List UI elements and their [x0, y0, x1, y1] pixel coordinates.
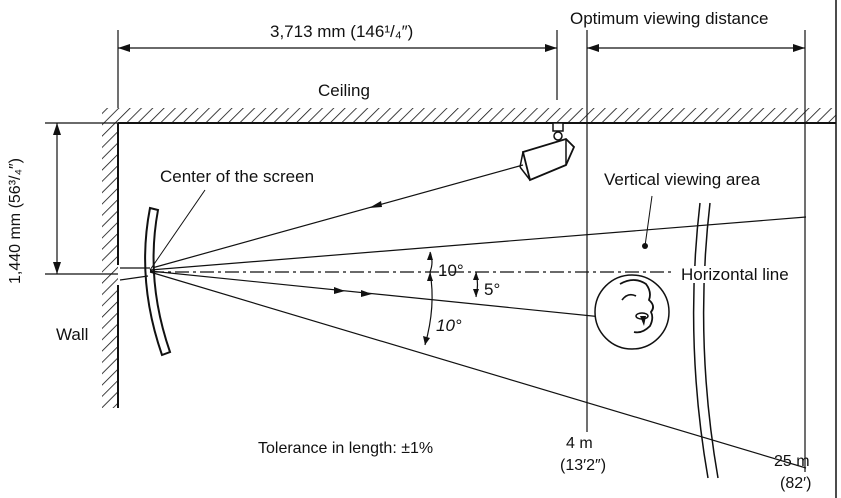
viewer-eye-icon: [594, 274, 670, 350]
top-distance-label: 3,713 mm (146¹/₄″): [270, 22, 414, 41]
center-leader: [149, 189, 206, 271]
horizontal-line-label: Horizontal line: [678, 266, 792, 283]
screen: [119, 206, 172, 357]
top-dimension-line: [117, 30, 558, 108]
wall-label: Wall: [56, 325, 89, 344]
ceiling-label: Ceiling: [318, 81, 370, 100]
dist-4m-ft-label: (13′2″): [560, 457, 607, 474]
height-dimension-label: 1,440 mm (56³/₄″): [7, 157, 24, 284]
dist-4m-label: 4 m: [566, 435, 593, 452]
viewing-rays: [149, 216, 807, 469]
optimum-distance-dimension: [586, 30, 806, 123]
optimum-distance-label: Optimum viewing distance: [570, 9, 769, 28]
dist-25m-label: 25 m: [774, 453, 810, 470]
wall-hatch: [102, 108, 119, 408]
projector: [519, 122, 576, 182]
height-dimension: [45, 122, 118, 275]
angle-upper-label: 10°: [438, 261, 464, 280]
break-marks: [692, 202, 719, 479]
angle-arcs: [423, 251, 479, 346]
projection-beam: [151, 164, 524, 269]
dist-25m-ft-label: (82′): [780, 475, 812, 492]
angle-lower-label: 10°: [436, 316, 462, 335]
ceiling-hatch: [118, 108, 836, 124]
angle-5-label: 5°: [484, 280, 501, 299]
viewing-area-leader: [642, 195, 653, 249]
center-of-screen-label: Center of the screen: [160, 167, 315, 186]
tolerance-label: Tolerance in length: ±1%: [258, 440, 434, 457]
vertical-viewing-area-label: Vertical viewing area: [604, 170, 760, 189]
